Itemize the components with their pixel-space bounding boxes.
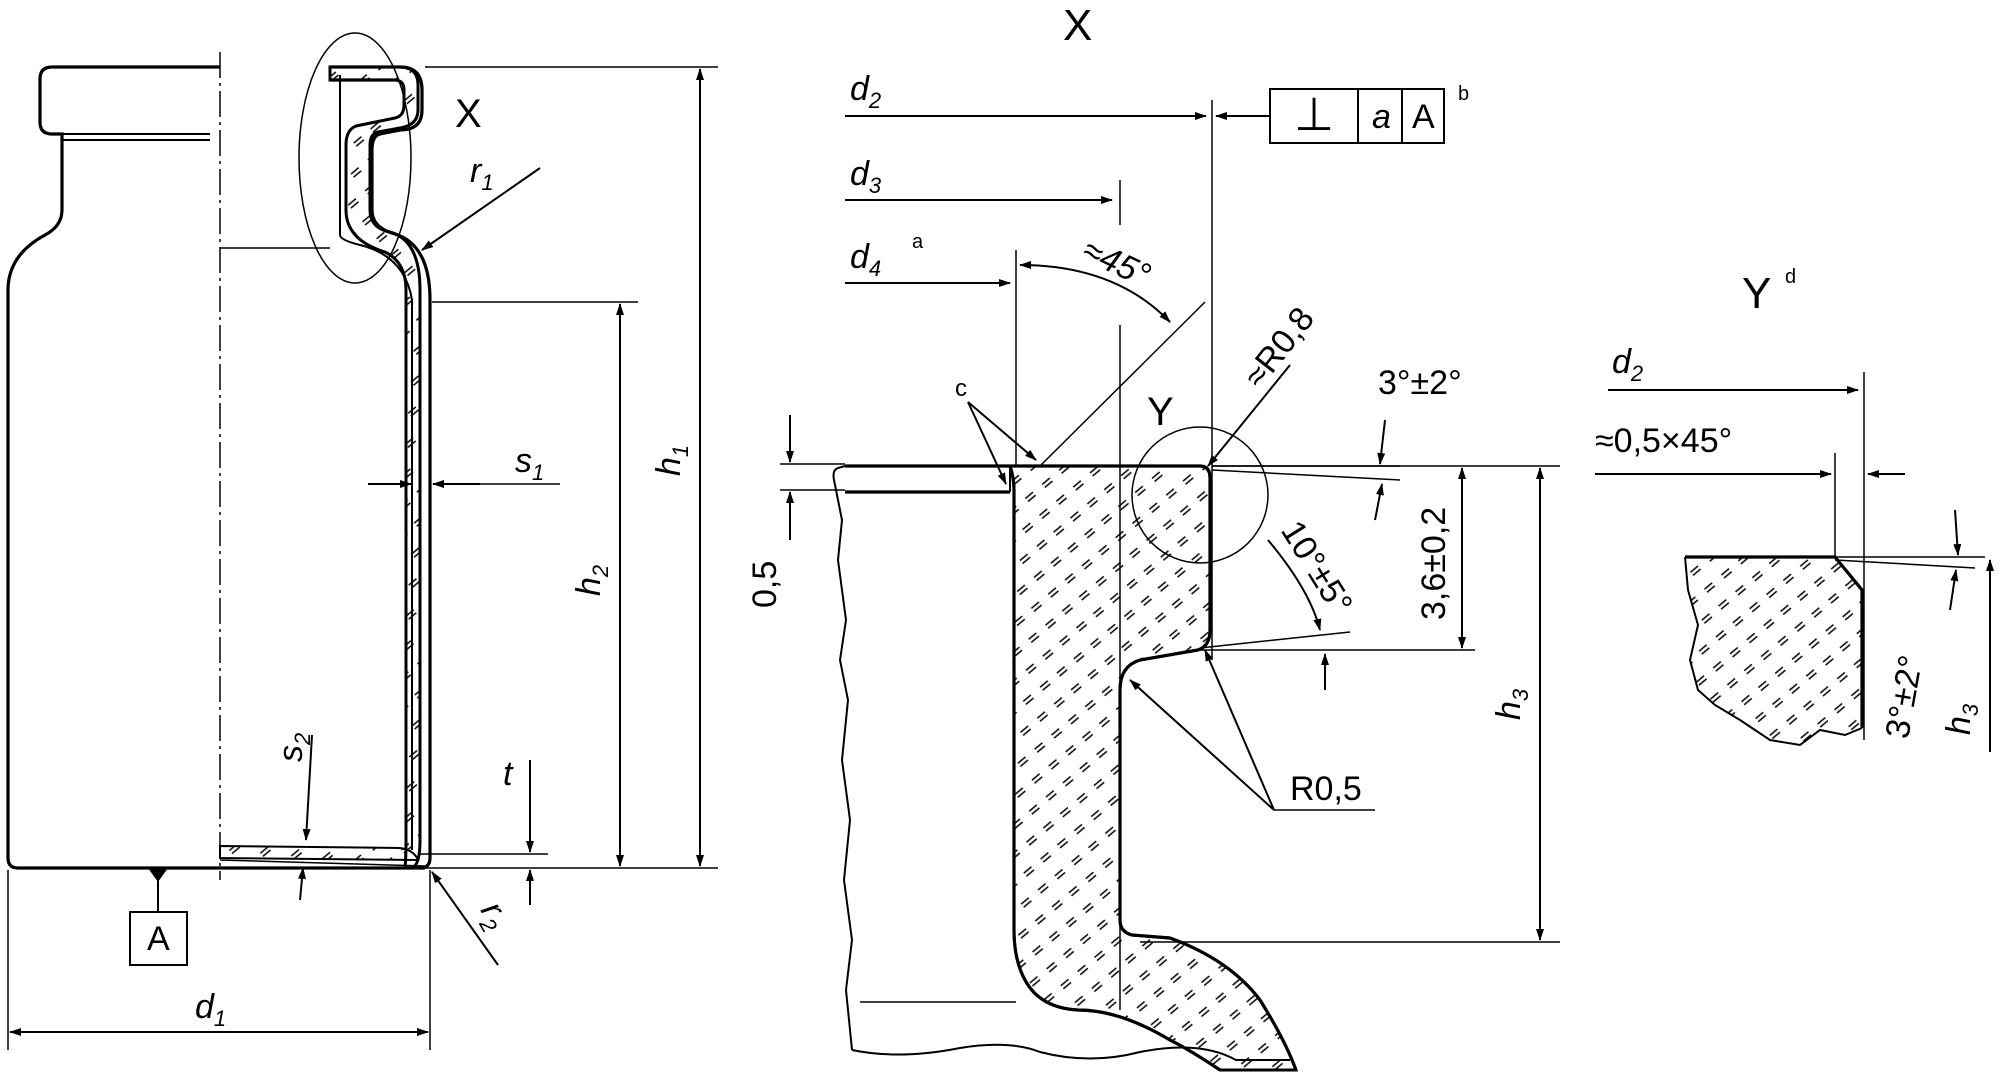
d4-label: d4 (850, 238, 881, 281)
detail-y-title: Y (1742, 269, 1771, 318)
d4-note: a (912, 231, 924, 253)
fcf-datum: A (1412, 98, 1435, 136)
h1-label: h1 (650, 445, 693, 476)
r05-label: R0,5 (1290, 770, 1362, 808)
datum-box (129, 911, 188, 966)
detail-y-section (1685, 557, 1862, 745)
y-h3-label: h3 (1940, 703, 1983, 735)
y-angle-3-label: 3°±2° (1878, 652, 1930, 741)
datum-label: A (147, 920, 170, 958)
r08-label: ≈R0,8 (1236, 300, 1322, 395)
detail-y-view: Y d d2 ≈0,5×45° 3°±2° h3 (1595, 266, 1994, 752)
h3-label: h3 (1490, 688, 1533, 720)
d2-label: d2 (850, 70, 881, 113)
wall-section (328, 65, 422, 870)
t-label: t (503, 755, 514, 793)
main-view: h1 h2 s1 s2 t r1 r2 d1 A (6, 32, 718, 1050)
s1-label: s1 (515, 442, 544, 485)
fcf-symbol: ⊥ (1294, 88, 1334, 140)
r2-label: r2 (469, 895, 518, 937)
datum-triangle (148, 868, 168, 882)
bottom-section (219, 844, 420, 862)
angle-10-label: 10°±5° (1273, 514, 1360, 621)
flange-section (1007, 464, 1299, 1072)
d3-label: d3 (850, 155, 882, 198)
detail-x-callout: X (455, 92, 482, 136)
h2-label: h2 (570, 565, 613, 596)
d1-label: d1 (195, 988, 226, 1031)
r1-label: r1 (470, 152, 494, 195)
note-c: c (955, 375, 967, 402)
detail-y-callout: Y (1147, 390, 1174, 434)
angle-45-label: ≈45° (1077, 231, 1157, 295)
fcf-tolerance: a (1372, 98, 1391, 136)
y-d2-label: d2 (1612, 343, 1643, 386)
detail-y-circle (1131, 426, 1269, 564)
detail-x-view: X d2 ⊥ a A b d3 d4 a (746, 1, 1560, 1072)
vial-outline (6, 65, 425, 870)
dim-36-label: 3,6±0,2 (1415, 507, 1453, 620)
detail-x-title: X (1063, 1, 1092, 50)
fcf-note: b (1458, 83, 1469, 105)
detail-y-note: d (1785, 266, 1796, 288)
angle-3-label: 3°±2° (1378, 364, 1462, 402)
s2-label: s2 (272, 733, 315, 762)
dim-05-label: 0,5 (746, 561, 784, 608)
chamfer-label: ≈0,5×45° (1595, 422, 1732, 460)
detail-x-circle (298, 32, 412, 284)
